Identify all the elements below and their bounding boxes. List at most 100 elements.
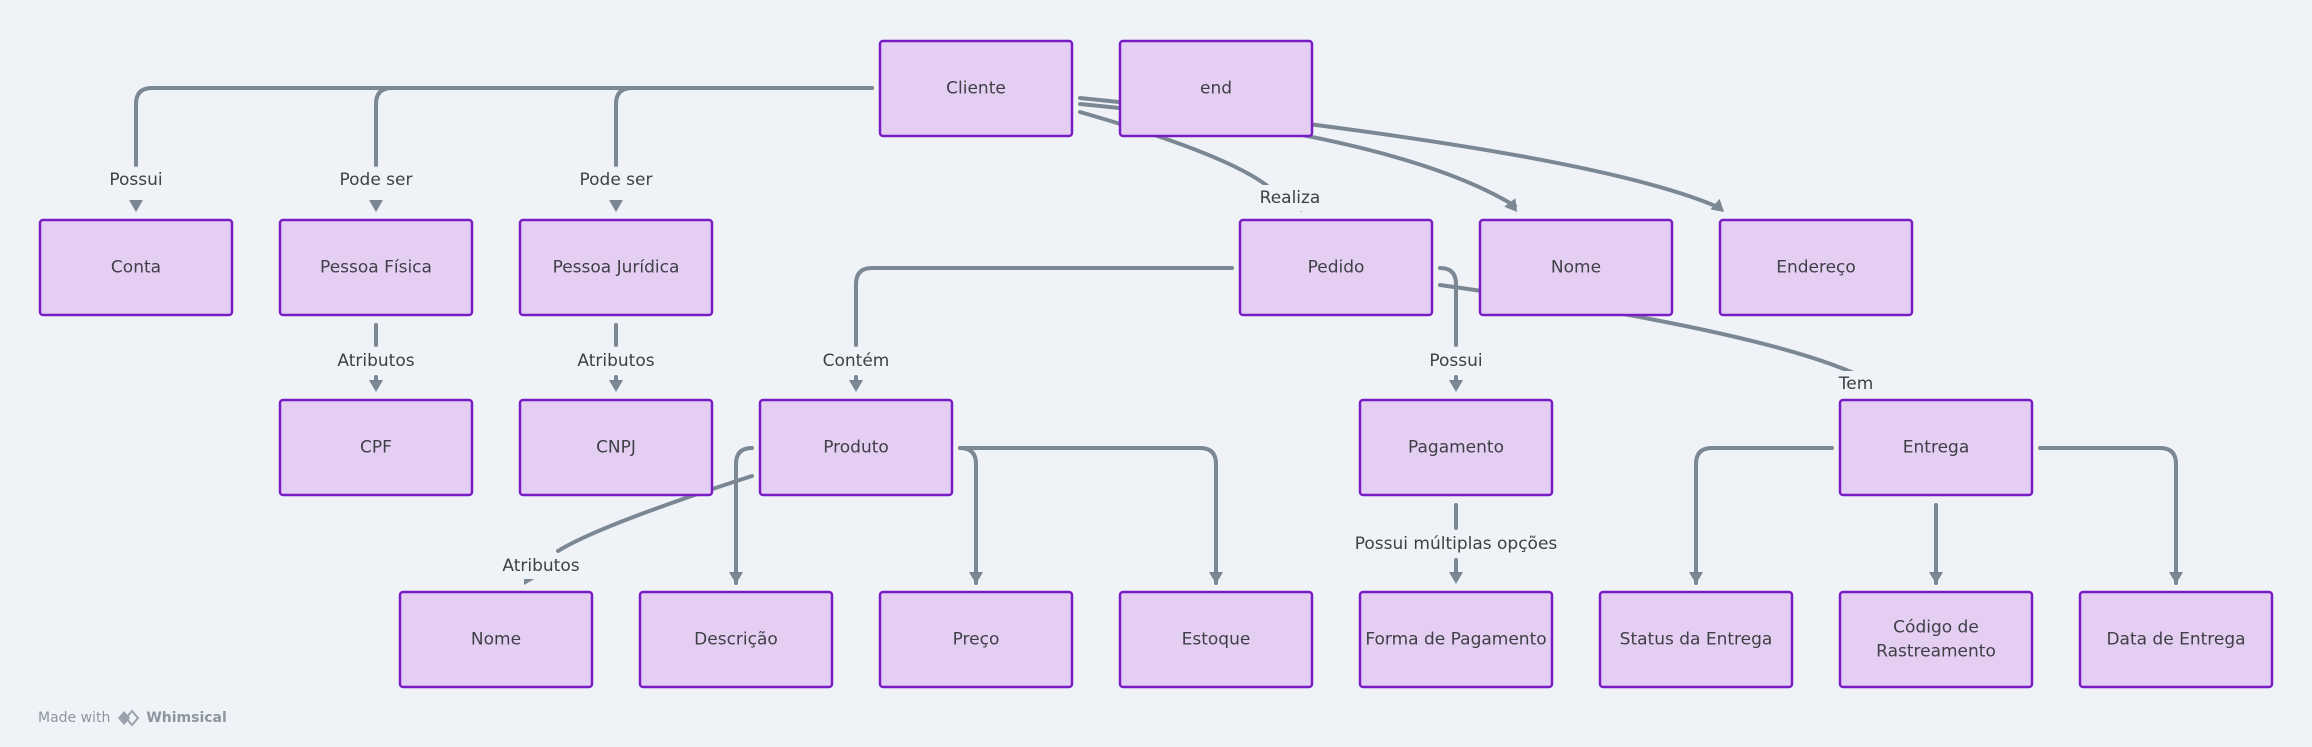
node-label: Nome [471, 630, 521, 650]
node-cpf[interactable]: CPF [278, 398, 474, 497]
edge-label-background [333, 167, 419, 193]
node-estoque[interactable]: Estoque [1118, 590, 1314, 689]
edge-label: Atributos [577, 351, 654, 371]
edge-label: Possui múltiplas opções [1355, 534, 1558, 554]
node-box [398, 590, 594, 689]
node-box [1238, 218, 1434, 317]
node-box [1478, 218, 1674, 317]
node-label: end [1200, 79, 1232, 99]
edge-label-background [573, 167, 659, 193]
node-box [1598, 590, 1794, 689]
edges-layer [129, 86, 2183, 585]
edge-line [1438, 266, 1458, 347]
edge-entrega-to-data[interactable] [2038, 446, 2183, 585]
edge-entrega-to-codigo[interactable] [1929, 503, 1943, 585]
arrowhead-icon [609, 200, 623, 212]
arrowhead-icon [1209, 572, 1223, 584]
node-forma[interactable]: Forma de Pagamento [1358, 590, 1554, 689]
edge-cliente-to-pf[interactable] [369, 86, 874, 212]
arrowhead-icon [1504, 198, 1517, 212]
edge-cliente-to-conta[interactable] [129, 86, 874, 212]
edge-line [2038, 446, 2178, 585]
node-label: CNPJ [596, 438, 636, 458]
node-entrega[interactable]: Entrega [1838, 398, 2034, 497]
whimsical-brand-text: Whimsical [146, 710, 227, 726]
node-box [278, 398, 474, 497]
node-conta[interactable]: Conta [38, 218, 234, 317]
node-cnpj[interactable]: CNPJ [518, 398, 714, 497]
node-end[interactable]: end [1118, 39, 1314, 138]
node-box [1718, 218, 1914, 317]
edge-line [958, 446, 978, 585]
edge-label: Atributos [337, 351, 414, 371]
edge-line [854, 266, 1234, 347]
arrowhead-icon [609, 380, 623, 392]
node-preco[interactable]: Preço [878, 590, 1074, 689]
node-cliente[interactable]: Cliente [878, 39, 1074, 138]
node-pedido[interactable]: Pedido [1238, 218, 1434, 317]
edge-pagamento-to-forma[interactable] [1449, 503, 1463, 584]
arrowhead-icon [1710, 198, 1724, 212]
node-box [758, 398, 954, 497]
edge-line [614, 86, 874, 167]
arrowhead-icon [2169, 572, 2183, 584]
edge-line [556, 474, 754, 553]
arrowhead-icon [1449, 572, 1463, 584]
edge-entrega-to-status[interactable] [1689, 446, 1834, 585]
node-endereco[interactable]: Endereço [1718, 218, 1914, 317]
node-pagamento[interactable]: Pagamento [1358, 398, 1554, 497]
arrowhead-icon [1689, 572, 1703, 584]
node-label: Produto [823, 438, 889, 458]
node-label: Status da Entrega [1620, 630, 1773, 650]
edge-cliente-to-pj[interactable] [609, 86, 874, 212]
arrowhead-icon [849, 380, 863, 392]
edge-pedido-to-produto[interactable] [849, 266, 1234, 392]
edge-label: Realiza [1260, 188, 1321, 208]
node-nome1[interactable]: Nome [1478, 218, 1674, 317]
node-pj[interactable]: Pessoa Jurídica [518, 218, 714, 317]
arrowhead-icon [729, 572, 743, 584]
edge-label: Atributos [502, 556, 579, 576]
edge-pj-to-cnpj[interactable] [609, 323, 623, 392]
edge-produto-to-estoque[interactable] [958, 446, 1223, 585]
edge-label-background [331, 348, 421, 374]
edge-pf-to-cpf[interactable] [369, 323, 383, 392]
node-descricao[interactable]: Descrição [638, 590, 834, 689]
node-box [2078, 590, 2274, 689]
edge-line [1694, 446, 1834, 585]
edge-produto-to-preco[interactable] [958, 446, 983, 585]
node-nome2[interactable]: Nome [398, 590, 594, 689]
edge-line [374, 86, 874, 167]
edge-label: Contém [823, 351, 890, 371]
node-box [278, 218, 474, 317]
arrowhead-icon [129, 200, 143, 212]
node-label: Entrega [1903, 438, 1969, 458]
node-data[interactable]: Data de Entrega [2078, 590, 2274, 689]
node-label: CPF [360, 438, 392, 458]
node-box [38, 218, 234, 317]
node-produto[interactable]: Produto [758, 398, 954, 497]
edge-label-background [571, 348, 661, 374]
node-pf[interactable]: Pessoa Física [278, 218, 474, 317]
node-label: Pedido [1308, 258, 1365, 278]
node-label: Conta [111, 258, 161, 278]
node-label: Descrição [694, 630, 778, 650]
node-box [878, 590, 1074, 689]
node-box [1838, 398, 2034, 497]
edge-label: Tem [1838, 374, 1874, 394]
edge-pedido-to-pagamento[interactable] [1438, 266, 1463, 392]
edge-line [958, 446, 1218, 585]
node-status[interactable]: Status da Entrega [1598, 590, 1794, 689]
edge-label-background [1348, 531, 1564, 557]
edge-label: Pode ser [339, 170, 412, 190]
arrowhead-icon [969, 572, 983, 584]
arrowhead-icon [1929, 572, 1943, 584]
made-with-whimsical-badge[interactable]: Made with Whimsical [38, 706, 227, 730]
node-box [1838, 590, 2034, 689]
edge-produto-to-descricao[interactable] [729, 446, 754, 585]
node-label: Preço [953, 630, 1000, 650]
edge-line [1078, 110, 1301, 209]
